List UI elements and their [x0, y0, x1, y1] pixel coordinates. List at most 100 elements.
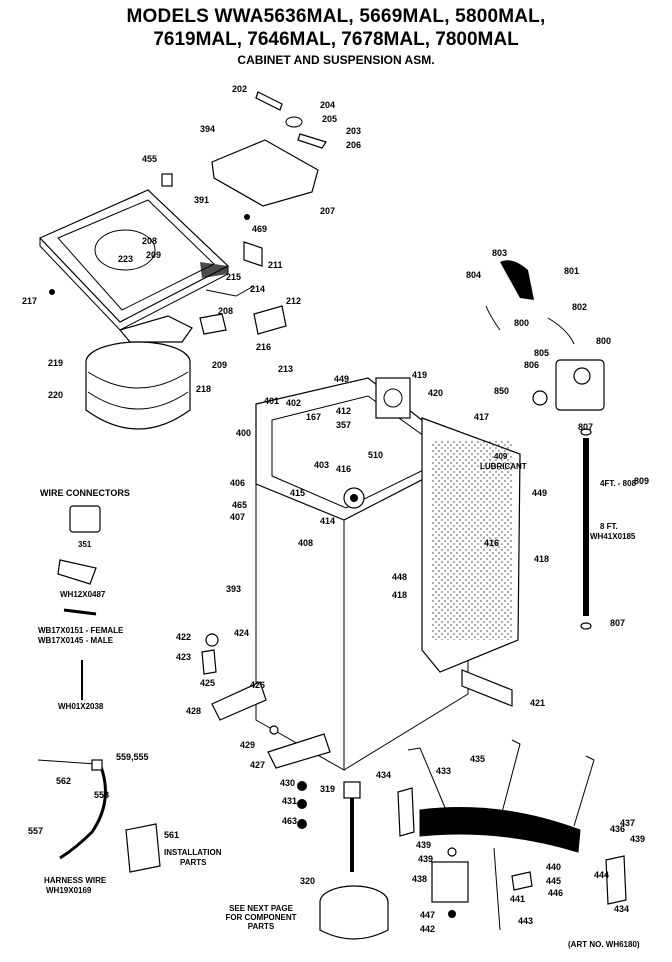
part-label-26: 803: [492, 248, 507, 258]
part-label-81: 439: [418, 854, 433, 864]
part-label-31: 805: [534, 348, 549, 358]
part-label-90: 444: [594, 870, 609, 880]
part-label-20: 209: [212, 360, 227, 370]
part-label-50: 465: [232, 500, 247, 510]
part-label-66: 426: [250, 680, 265, 690]
part-label-84: 446: [548, 888, 563, 898]
harness-wire-part: WH19X0169: [46, 886, 92, 895]
part-label-8: 207: [320, 206, 335, 216]
part-label-56: 807: [610, 618, 625, 628]
part-label-60: 416: [484, 538, 499, 548]
part-label-92: 439: [630, 834, 645, 844]
part-label-52: 408: [298, 538, 313, 548]
see-next-page-note: SEE NEXT PAGE FOR COMPONENT PARTS: [225, 904, 297, 931]
part-label-72: 431: [282, 796, 297, 806]
part-label-76: 433: [436, 766, 451, 776]
part-label-18: 208: [218, 306, 233, 316]
part-label-34: 449: [334, 374, 349, 384]
lubricant-number: 409: [494, 452, 508, 461]
part-label-73: 463: [282, 816, 297, 826]
part-label-96: 559,555: [116, 752, 149, 762]
part-label-36: 420: [428, 388, 443, 398]
part-label-61: 418: [534, 554, 549, 564]
hose-note-4ft: 4FT. - 808: [600, 479, 637, 488]
part-label-38: 402: [286, 398, 301, 408]
part-label-70: 427: [250, 760, 265, 770]
part-label-28: 802: [572, 302, 587, 312]
part-label-47: 406: [230, 478, 245, 488]
part-label-79: 436: [610, 824, 625, 834]
part-label-64: 423: [176, 652, 191, 662]
part-label-58: 448: [392, 572, 407, 582]
part-label-57: 393: [226, 584, 241, 594]
part-label-74: 319: [320, 784, 335, 794]
part-label-9: 208: [142, 236, 157, 246]
part-label-97: 557: [28, 826, 43, 836]
part-label-85: 438: [412, 874, 427, 884]
part-label-44: 510: [368, 450, 383, 460]
part-label-51: 407: [230, 512, 245, 522]
part-label-80: 439: [416, 840, 431, 850]
part-label-78: 437: [620, 818, 635, 828]
part-label-25: 801: [564, 266, 579, 276]
connector-female: WB17X0151 - FEMALE: [38, 626, 124, 635]
installation-parts: PARTS: [180, 858, 207, 867]
part-label-45: 403: [314, 460, 329, 470]
part-label-0: 202: [232, 84, 247, 94]
part-label-98: 561: [164, 830, 179, 840]
part-label-6: 455: [142, 154, 157, 164]
title-line-1: MODELS WWA5636MAL, 5669MAL, 5800MAL,: [126, 6, 546, 27]
hose-note-part: WH41X0185: [590, 532, 636, 541]
part-label-22: 219: [48, 358, 63, 368]
part-label-53: 449: [532, 488, 547, 498]
part-label-87: 447: [420, 910, 435, 920]
part-label-41: 357: [336, 420, 351, 430]
subtitle: CABINET AND SUSPENSION ASM.: [237, 53, 435, 67]
part-label-95: 558: [94, 790, 109, 800]
part-label-10: 209: [146, 250, 161, 260]
part-label-7: 391: [194, 195, 209, 205]
connector-male: WB17X0145 - MALE: [38, 636, 114, 645]
part-label-4: 203: [346, 126, 361, 136]
part-label-63: 424: [234, 628, 249, 638]
part-label-59: 418: [392, 590, 407, 600]
part-label-12: 469: [252, 224, 267, 234]
part-label-68: 421: [530, 698, 545, 708]
part-label-69: 429: [240, 740, 255, 750]
installation-label: INSTALLATION: [164, 848, 222, 857]
part-label-88: 442: [420, 924, 435, 934]
part-label-1: 204: [320, 100, 335, 110]
part-label-40: 412: [336, 406, 351, 416]
part-label-82: 440: [546, 862, 561, 872]
part-label-77: 434: [376, 770, 391, 780]
part-label-37: 401: [264, 396, 279, 406]
part-label-83: 445: [546, 876, 561, 886]
part-label-89: 443: [518, 916, 533, 926]
part-label-67: 428: [186, 706, 201, 716]
part-label-27: 804: [466, 270, 481, 280]
part-label-19: 216: [256, 342, 271, 352]
cabinet-drawing: [255, 377, 470, 521]
title-line-2: 7619MAL, 7646MAL, 7678MAL, 7800MAL: [153, 29, 519, 50]
part-label-46: 416: [336, 464, 351, 474]
part-label-55: 807: [578, 422, 593, 432]
connector-wh01x2038: WH01X2038: [58, 702, 104, 711]
part-label-30: 800: [514, 318, 529, 328]
part-label-24: 220: [48, 390, 63, 400]
part-label-32: 806: [524, 360, 539, 370]
part-label-23: 218: [196, 384, 211, 394]
harness-wire-label: HARNESS WIRE: [44, 876, 107, 885]
part-label-2: 205: [322, 114, 337, 124]
part-label-21: 213: [278, 364, 293, 374]
part-label-39: 167: [306, 412, 321, 422]
part-label-15: 214: [250, 284, 265, 294]
part-label-5: 206: [346, 140, 361, 150]
part-label-91: 434: [614, 904, 629, 914]
part-label-33: 850: [494, 386, 509, 396]
part-label-86: 441: [510, 894, 525, 904]
connector-351: 351: [78, 540, 92, 549]
wire-connectors-title: WIRE CONNECTORS: [40, 488, 130, 498]
part-label-3: 394: [200, 124, 215, 134]
